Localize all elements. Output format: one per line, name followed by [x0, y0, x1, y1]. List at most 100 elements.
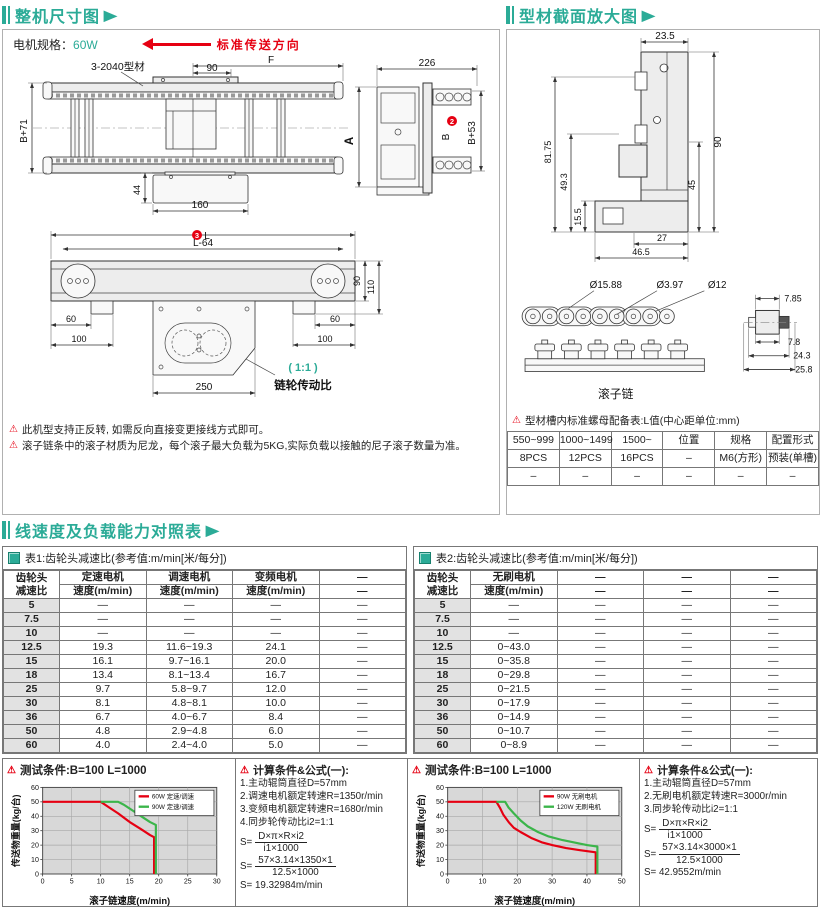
table-cell: 4.0~6.7 [145, 710, 233, 725]
table-cell: — [556, 640, 644, 655]
chart2-condition-text: 测试条件:B=100 L=1000 [424, 765, 552, 777]
col-subheader: — [556, 584, 644, 599]
table-cell: 6.7 [59, 710, 147, 725]
page-title: 整机尺寸图 [15, 9, 101, 26]
dim-100-right: 100 [317, 334, 332, 344]
gear-head-col-header: 齿轮头减速比 [3, 570, 60, 599]
center-drive [152, 76, 249, 204]
table-cell: — [729, 738, 817, 753]
table-cell: – [714, 467, 768, 487]
speed-table2: 齿轮头减速比 无刷电机 — — — 速度(m/min) — — — [414, 570, 817, 753]
title-arrow-icon: ▶ [641, 6, 655, 23]
table-cell: 0~29.8 [470, 668, 558, 683]
table-cell: — [59, 626, 147, 641]
motor-housing [152, 300, 256, 376]
row-header-cell: 36 [414, 710, 471, 725]
table-cell: 8.1~13.4 [145, 668, 233, 683]
row-header-cell: 18 [414, 668, 471, 683]
tick-label-x: 30 [548, 878, 556, 885]
col-subheader: — [643, 584, 731, 599]
legend-label: 60W 定速/调速 [152, 792, 195, 801]
table-row: 10———— [3, 626, 406, 641]
formula2-result: S= 42.9552m/min [644, 866, 722, 878]
row-header-cell: 7.5 [3, 612, 60, 627]
table-cell: 12.0 [232, 682, 320, 697]
table-cell: — [729, 654, 817, 669]
tick-label-y: 60 [436, 785, 444, 792]
overall-dimension-drawing: F 90 3-2040型材 B+71 44 1 [19, 55, 485, 397]
y-axis-label: 传送物重量(kg/台) [415, 794, 426, 868]
nut-table-note: ⚠ 型材槽内标准螺母配备表:L值(中心距单位:mm) [507, 413, 819, 431]
dim-160: 160 [192, 200, 209, 211]
chain-section-view: 7.85 7.8 24.3 25.8 [743, 294, 813, 375]
warning-icon: ⚠ [412, 764, 421, 776]
table-cell: — [643, 612, 731, 627]
row-header-cell: 5 [414, 598, 471, 613]
table-cell: – [662, 449, 716, 469]
table-cell: 0~35.8 [470, 654, 558, 669]
table-cell: 9.7~16.1 [145, 654, 233, 669]
table-marker-icon [8, 552, 20, 564]
tick-label-x: 20 [513, 878, 521, 885]
section-title-overall: 整机尺寸图 ▶ [2, 0, 500, 29]
dim-7.85: 7.85 [784, 294, 801, 304]
dim-90p: 90 [713, 136, 724, 148]
table-cell: 5.8~9.7 [145, 682, 233, 697]
table-cell: — [556, 724, 644, 739]
table-cell: — [729, 598, 817, 613]
marker-3-number: 3 [195, 231, 199, 240]
dim-60-left: 60 [66, 314, 76, 324]
tick-label-x: 5 [70, 878, 74, 885]
warning-icon: ⚠ [644, 764, 653, 776]
section-title-speed: 线速度及负载能力对照表 ▶ [2, 515, 818, 544]
dim-46.5: 46.5 [632, 247, 650, 257]
table-cell: 12PCS [558, 449, 612, 469]
roller-chain-drawing: Ø15.88 Ø3.97 Ø12 滚子链 [521, 280, 813, 401]
tick-label-x: 10 [97, 878, 105, 885]
table-row: 5———— [3, 598, 406, 613]
chain-top-view: Ø15.88 Ø3.97 Ø12 [521, 280, 726, 327]
table-cell: — [729, 626, 817, 641]
title-arrow-icon: ▶ [103, 6, 117, 23]
dim-pin-od: Ø3.97 [656, 280, 683, 291]
profile-cross-section-drawing: 23.5 90 45 81.75 49.3 15.5 [543, 31, 724, 262]
row-header-cell: 25 [3, 682, 60, 697]
title-bars-icon [2, 6, 10, 24]
table-cell: 13.4 [59, 668, 147, 683]
row-header-cell: 18 [3, 668, 60, 683]
table-cell: — [59, 598, 147, 613]
speed-table2-box: 表2:齿轮头减速比(参考值:m/min[米/每分]) 齿轮头减速比 无刷电机 —… [413, 546, 818, 754]
table-cell: 20.0 [232, 654, 320, 669]
table-header-cell: 1500~ [610, 431, 664, 451]
table-cell: — [470, 626, 558, 641]
row-header-cell: 12.5 [414, 640, 471, 655]
table-row: 10———— [414, 626, 817, 641]
table-cell: — [318, 668, 406, 683]
table-cell: 16.1 [59, 654, 147, 669]
overall-notes: ⚠此机型支持正反转, 如需反向直接变更接线方式即可。⚠滚子链条中的滚子材质为尼龙… [3, 420, 499, 457]
marker-2-number: 2 [450, 117, 454, 126]
table1-caption-text: 表1:齿轮头减速比(参考值:m/min[米/每分]) [25, 553, 227, 565]
direction-indicator: 标准传送方向 [141, 36, 301, 53]
title-bars-icon [506, 6, 514, 24]
series-line [42, 800, 156, 874]
motor-spec-label: 电机规格： [13, 38, 74, 52]
chart1-condition: ⚠ 测试条件:B=100 L=1000 [7, 762, 231, 778]
tick-label-y: 20 [31, 842, 39, 849]
tick-label-x: 50 [618, 878, 626, 885]
